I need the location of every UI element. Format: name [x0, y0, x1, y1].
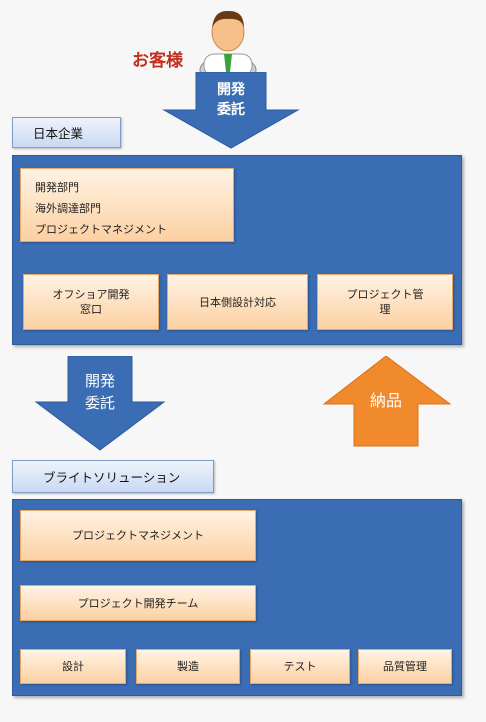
middle-commission-arrow [34, 356, 166, 451]
department-line-1: 開発部門 [35, 181, 79, 194]
offshore-line2: 窓口 [80, 303, 102, 316]
middle-arrow-line1: 開発 [84, 372, 115, 390]
pm-line1: プロジェクト管 [346, 288, 424, 301]
department-line-2: 海外調達部門 [35, 202, 101, 215]
top-arrow-line2: 委託 [217, 102, 245, 118]
design-box: 設計 [20, 649, 126, 684]
project-management-box: プロジェクト管 理 [317, 274, 453, 330]
offshore-line1: オフショア開発 [52, 288, 130, 301]
japan-design-line1: 日本側設計対応 [199, 295, 276, 309]
middle-arrow-label: 開発 委託 [65, 370, 135, 414]
japan-department-box: 開発部門 海外調達部門 プロジェクトマネジメント [20, 168, 234, 242]
japan-design-box: 日本側設計対応 [167, 274, 308, 330]
middle-arrow-line2: 委託 [84, 394, 115, 412]
test-box: テスト [250, 649, 350, 684]
offshore-window-box: オフショア開発 窓口 [23, 274, 159, 330]
top-commission-arrow [162, 72, 300, 149]
bs-dev-team-box: プロジェクト開発チーム [20, 585, 256, 621]
department-line-3: プロジェクトマネジメント [35, 223, 167, 236]
person-avatar-icon [199, 10, 257, 76]
quality-management-box: 品質管理 [358, 649, 452, 684]
japan-company-label: 日本企業 [12, 117, 121, 148]
top-arrow-label: 開発 委託 [196, 80, 266, 120]
manufacturing-box: 製造 [136, 649, 240, 684]
top-arrow-line1: 開発 [217, 82, 245, 98]
delivery-arrow [322, 356, 452, 447]
bright-solution-label: ブライトソリューション [12, 460, 214, 493]
customer-label: お客様 [132, 51, 183, 71]
pm-line2: 理 [379, 303, 391, 316]
bs-project-management-box: プロジェクトマネジメント [20, 510, 256, 561]
delivery-arrow-label: 納品 [369, 391, 402, 410]
